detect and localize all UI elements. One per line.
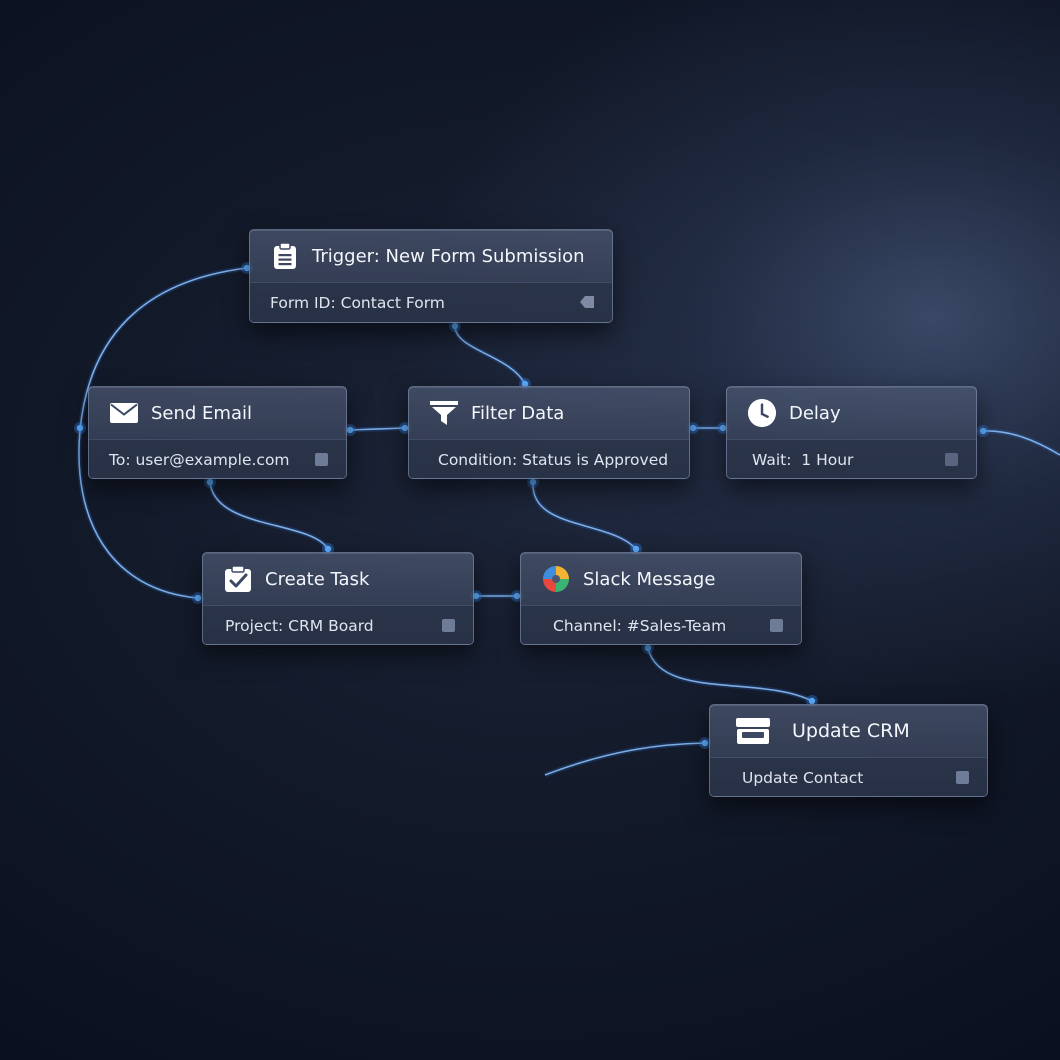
node-body: Channel: #Sales-Team bbox=[521, 605, 801, 644]
node-title: Create Task bbox=[265, 568, 370, 590]
node-delay[interactable]: Delay Wait: 1 Hour bbox=[726, 386, 977, 479]
node-menu-square[interactable] bbox=[442, 619, 455, 632]
port bbox=[401, 424, 409, 432]
crm-box-icon bbox=[734, 716, 772, 746]
tag-icon[interactable] bbox=[580, 293, 594, 312]
port bbox=[346, 426, 354, 434]
node-header: Trigger: New Form Submission bbox=[250, 230, 612, 282]
node-send-email[interactable]: Send Email To: user@example.com bbox=[88, 386, 347, 479]
node-detail: To: user@example.com bbox=[109, 450, 290, 469]
node-body: To: user@example.com bbox=[89, 439, 346, 478]
node-filter-data[interactable]: Filter Data Condition: Status is Approve… bbox=[408, 386, 690, 479]
port bbox=[324, 545, 332, 553]
node-detail: Project: CRM Board bbox=[225, 616, 374, 635]
port bbox=[194, 594, 202, 602]
node-title: Slack Message bbox=[583, 568, 716, 590]
node-detail: Form ID: Contact Form bbox=[270, 293, 445, 312]
node-header: Filter Data bbox=[409, 387, 689, 439]
node-title: Update CRM bbox=[792, 720, 910, 742]
port bbox=[76, 424, 84, 432]
node-slack-message[interactable]: Slack Message Channel: #Sales-Team bbox=[520, 552, 802, 645]
clipboard-icon bbox=[270, 241, 300, 271]
node-detail: Channel: #Sales-Team bbox=[553, 616, 727, 635]
node-menu-square[interactable] bbox=[956, 771, 969, 784]
funnel-icon bbox=[429, 398, 459, 428]
port bbox=[689, 424, 697, 432]
node-menu-square[interactable] bbox=[945, 453, 958, 466]
wire-delay-out bbox=[982, 430, 1060, 456]
port bbox=[521, 380, 529, 388]
wire-trigger-to-filter bbox=[454, 325, 526, 385]
wire-slack-to-crm bbox=[647, 647, 813, 702]
node-detail: Update Contact bbox=[742, 768, 864, 787]
slack-icon bbox=[541, 564, 571, 594]
node-header: Slack Message bbox=[521, 553, 801, 605]
node-detail: Condition: Status is Approved bbox=[438, 450, 669, 469]
node-menu-square[interactable] bbox=[770, 619, 783, 632]
node-menu-square[interactable] bbox=[315, 453, 328, 466]
port bbox=[529, 478, 537, 486]
envelope-icon bbox=[109, 398, 139, 428]
wire-filter-to-slack bbox=[532, 481, 637, 550]
node-header: Send Email bbox=[89, 387, 346, 439]
port bbox=[206, 478, 214, 486]
node-body: Form ID: Contact Form bbox=[250, 282, 612, 322]
node-trigger[interactable]: Trigger: New Form Submission Form ID: Co… bbox=[249, 229, 613, 323]
port bbox=[513, 592, 521, 600]
node-title: Delay bbox=[789, 402, 841, 424]
node-title: Send Email bbox=[151, 402, 252, 424]
port bbox=[701, 739, 709, 747]
port bbox=[979, 427, 987, 435]
node-header: Update CRM bbox=[710, 705, 987, 757]
port bbox=[719, 424, 727, 432]
node-header: Delay bbox=[727, 387, 976, 439]
port bbox=[808, 697, 816, 705]
port bbox=[644, 644, 652, 652]
node-body: Project: CRM Board bbox=[203, 605, 473, 644]
node-title: Trigger: New Form Submission bbox=[312, 245, 585, 267]
wire-email-to-task bbox=[209, 481, 329, 550]
node-body: Wait: 1 Hour bbox=[727, 439, 976, 478]
node-header: Create Task bbox=[203, 553, 473, 605]
node-create-task[interactable]: Create Task Project: CRM Board bbox=[202, 552, 474, 645]
port bbox=[451, 322, 459, 330]
wire-email-to-filter bbox=[349, 427, 406, 431]
port bbox=[632, 545, 640, 553]
ports bbox=[74, 262, 989, 749]
clock-icon bbox=[747, 398, 777, 428]
port bbox=[472, 592, 480, 600]
node-title: Filter Data bbox=[471, 402, 565, 424]
node-body: Condition: Status is Approved bbox=[409, 439, 689, 478]
port bbox=[243, 264, 251, 272]
node-detail: Wait: 1 Hour bbox=[752, 450, 854, 469]
task-check-icon bbox=[223, 564, 253, 594]
wire-incoming-crm bbox=[544, 742, 706, 776]
node-body: Update Contact bbox=[710, 757, 987, 796]
node-update-crm[interactable]: Update CRM Update Contact bbox=[709, 704, 988, 797]
